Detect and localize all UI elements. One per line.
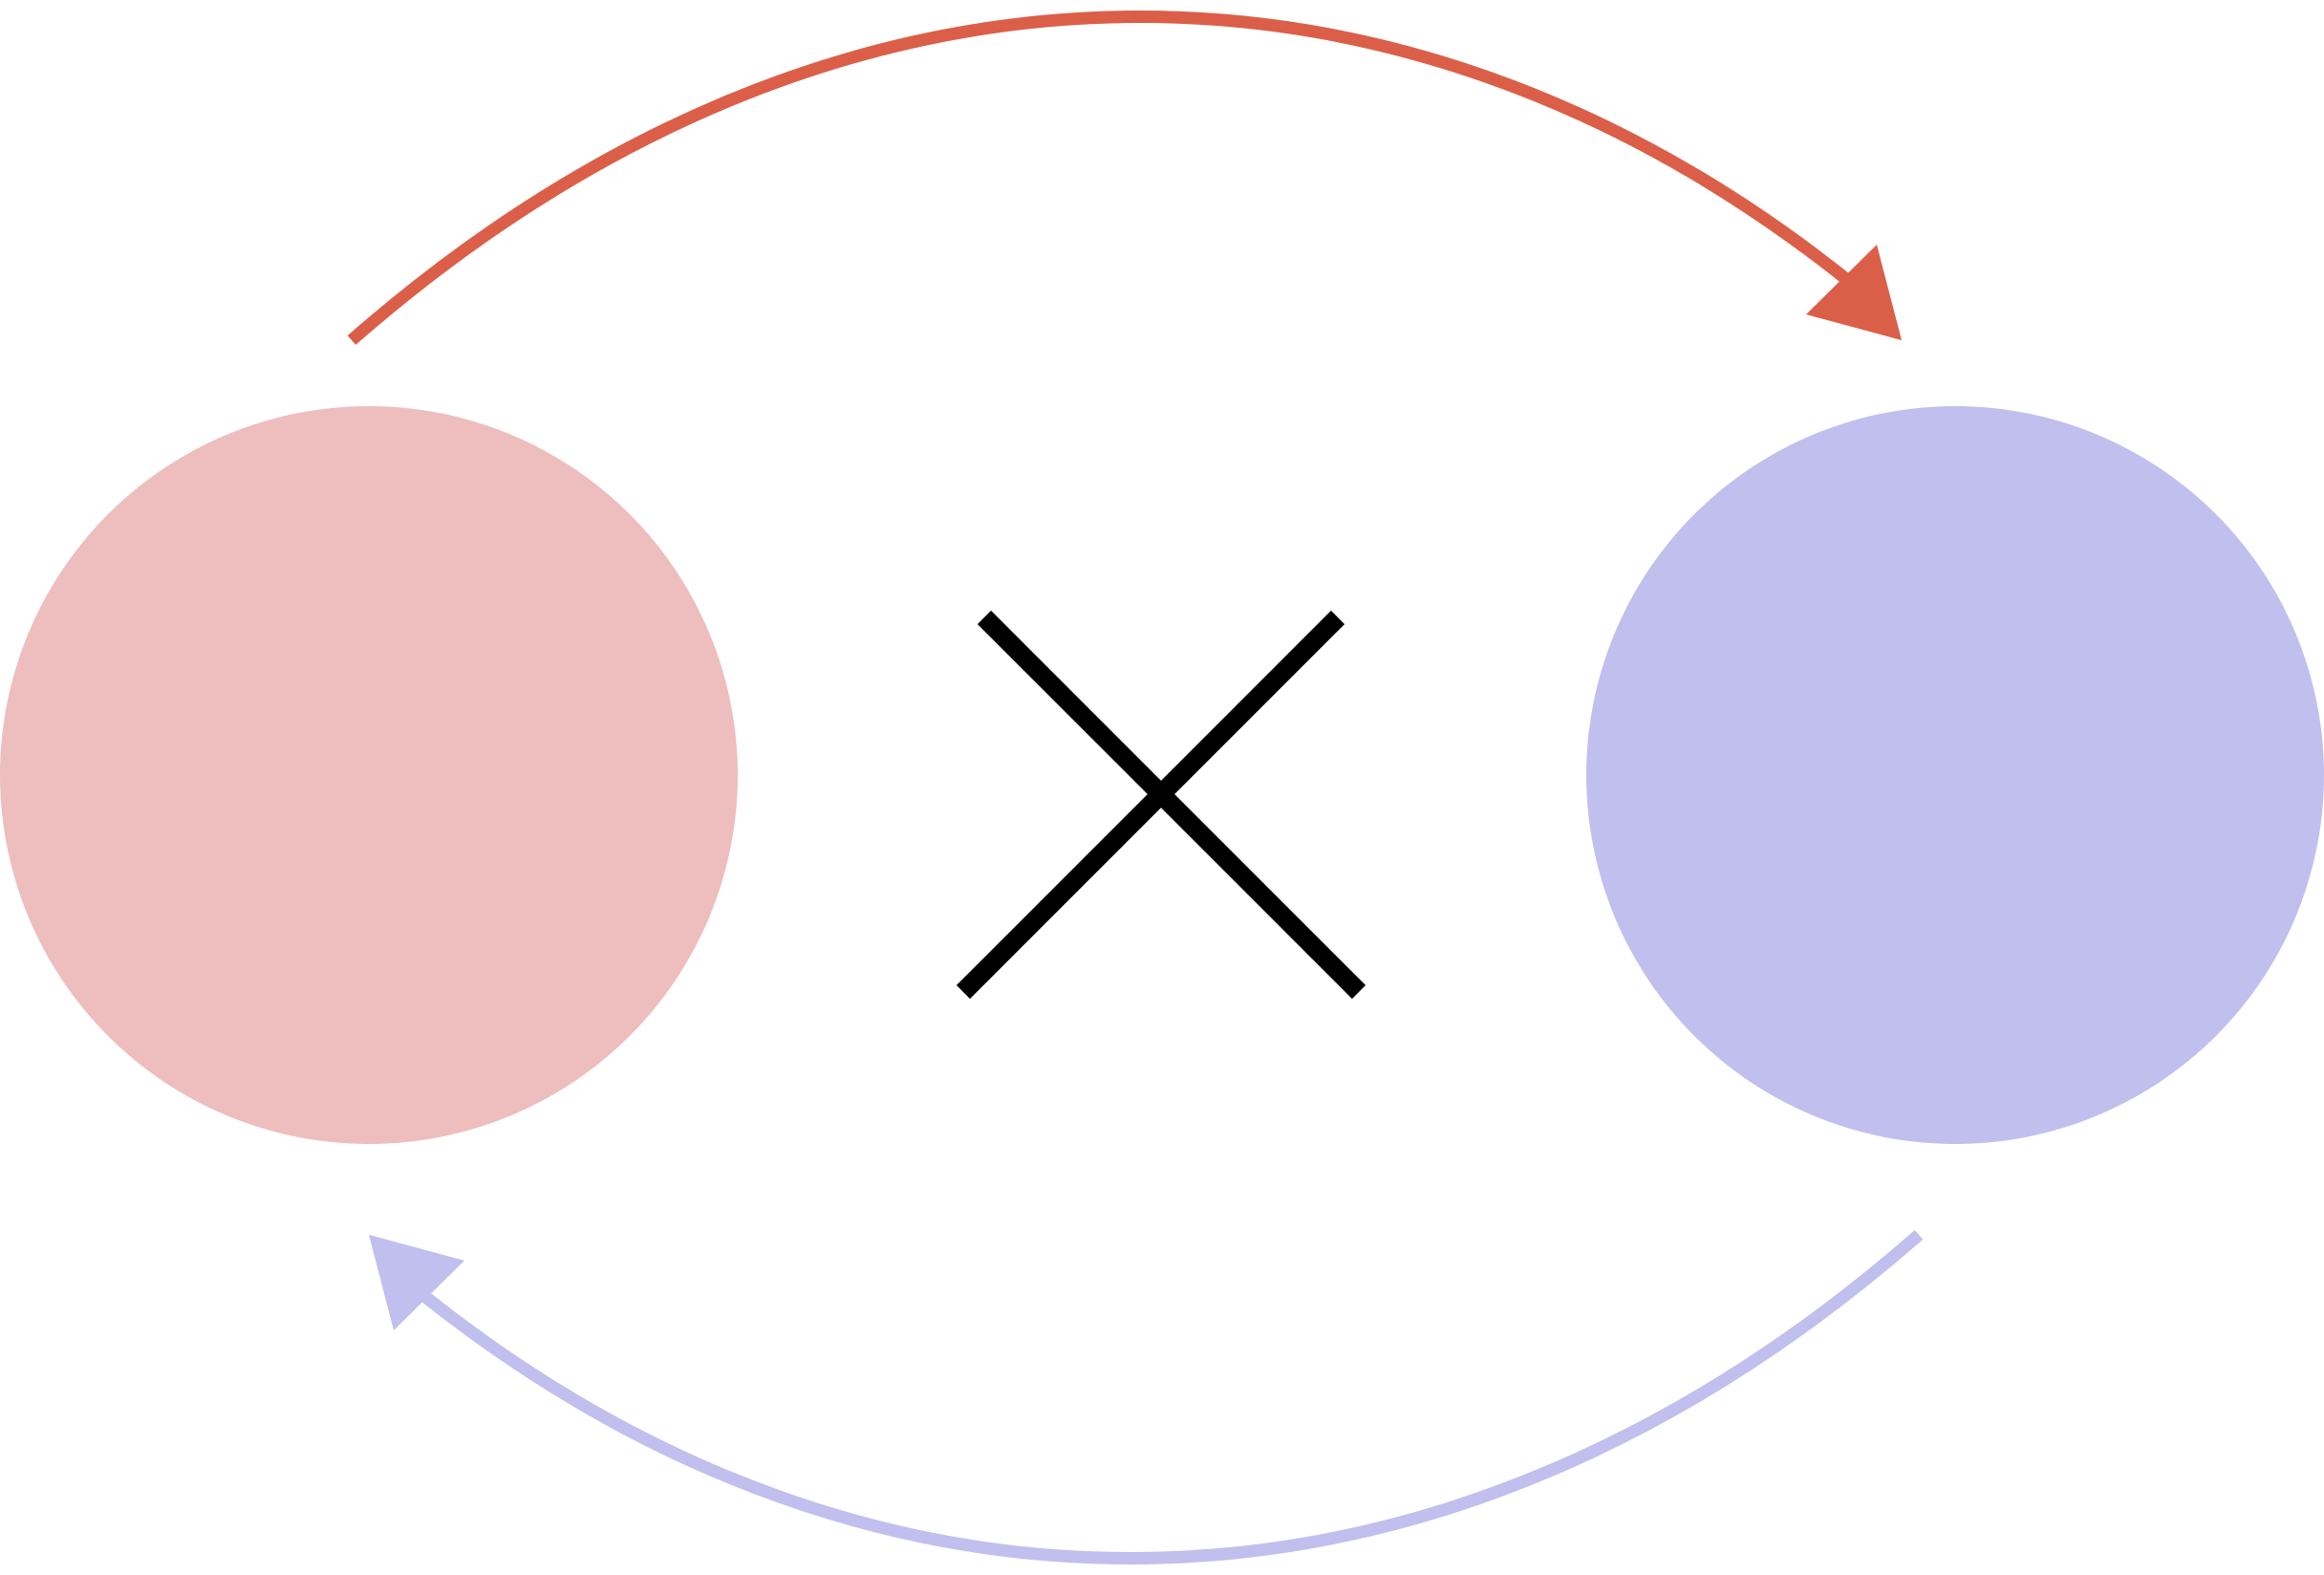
top-arrow-curve	[347, 11, 1851, 345]
left-node	[0, 406, 738, 1144]
bottom-arrow	[369, 1230, 1924, 1564]
top-arrow	[347, 11, 1902, 345]
top-arrowhead	[1806, 245, 1902, 340]
cross-stroke-2	[956, 610, 1345, 1000]
cross-stroke-1	[977, 610, 1366, 1000]
right-node	[1586, 406, 2324, 1144]
bottom-arrow-curve	[420, 1230, 1924, 1564]
cross-icon	[956, 610, 1366, 1000]
bottom-arrowhead	[369, 1235, 464, 1330]
